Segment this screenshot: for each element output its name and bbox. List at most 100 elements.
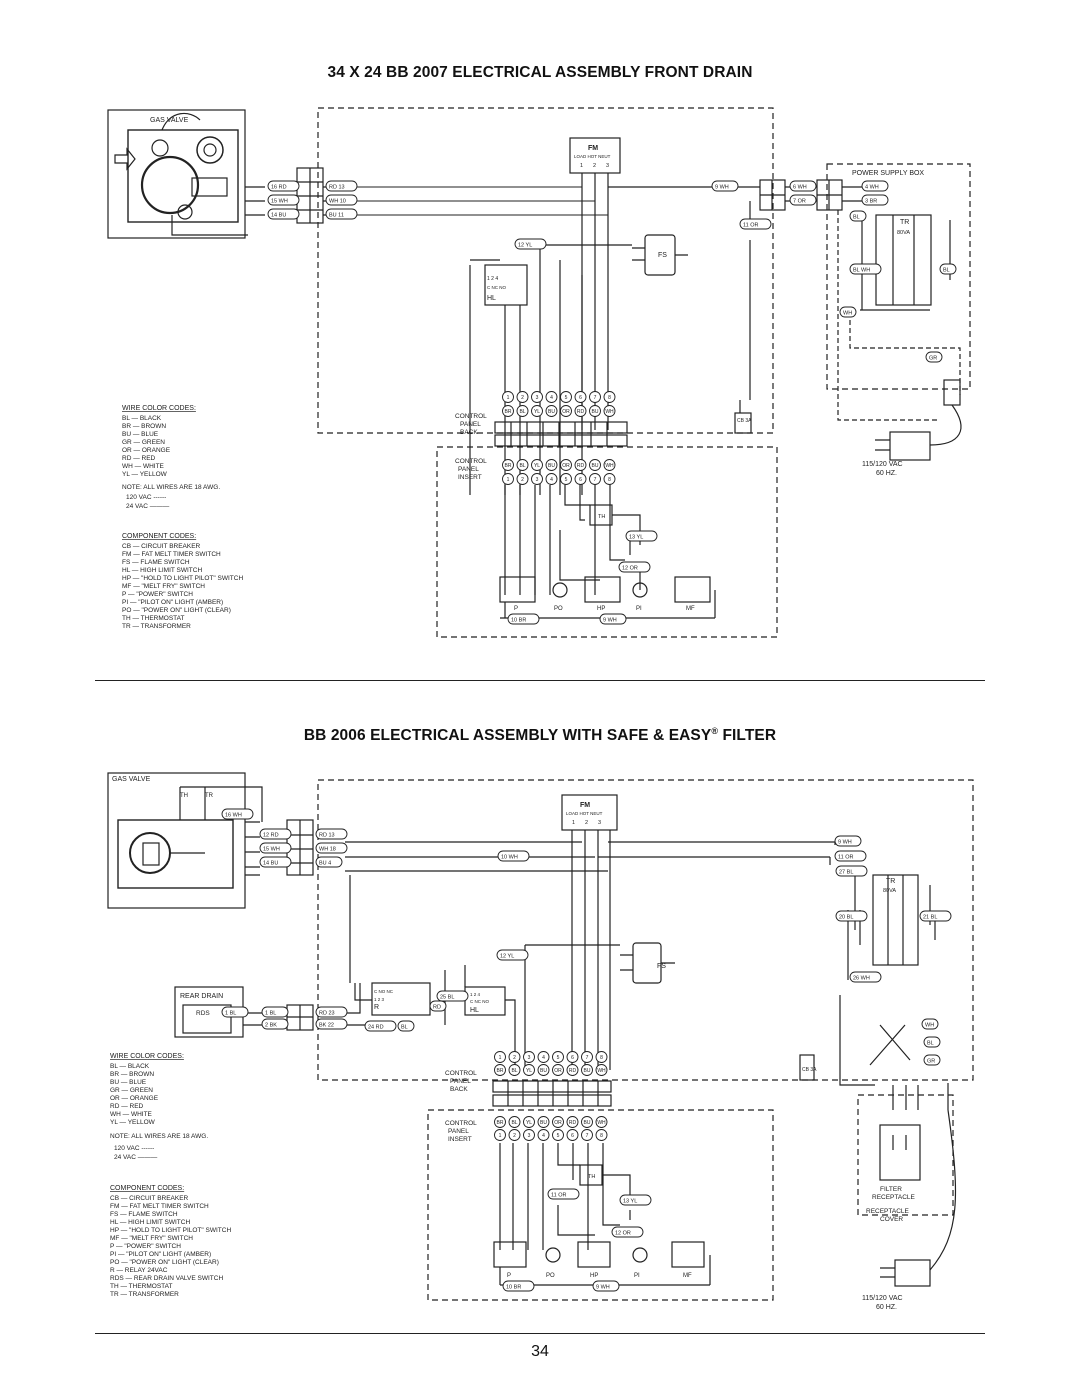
d1-cp-num-2: 3 bbox=[536, 395, 539, 401]
cp2-back-label-1: CONTROL bbox=[445, 1070, 477, 1077]
d2-misc-2-pill bbox=[834, 835, 862, 847]
plug-label-2-1: 115/120 VAC bbox=[862, 1295, 903, 1302]
d1-misc-tag-5-pill bbox=[599, 613, 627, 625]
d1-cp-color-4: OR bbox=[562, 409, 570, 415]
d2-misc-5-pill bbox=[835, 910, 868, 922]
d1-psb-tag-5: WH bbox=[843, 311, 852, 317]
d2-cpi-num-5-circle bbox=[566, 1129, 579, 1141]
d2-misc-4: 27 BL bbox=[839, 870, 853, 876]
d1-misc-tag-2-pill bbox=[625, 530, 658, 542]
component-code-pi: PI — "PILOT ON" LIGHT (AMBER) bbox=[122, 599, 223, 606]
d1-cp-color-5: RD bbox=[577, 409, 585, 415]
d1-cpi-color-0: BR bbox=[505, 463, 512, 469]
d2-cpi-color-0-circle bbox=[494, 1116, 506, 1128]
plug-label-2: 60 HZ. bbox=[876, 470, 897, 477]
transformer-label: TR bbox=[900, 219, 909, 226]
d2-misc-5: 20 BL bbox=[839, 915, 853, 921]
cp-back-label-1: CONTROL bbox=[455, 413, 487, 420]
page-number: 34 bbox=[531, 1343, 549, 1360]
cb-label-2: CB 3A bbox=[802, 1067, 817, 1073]
transformer-label-2: TR bbox=[886, 878, 895, 885]
d2-cpi-color-4: OR bbox=[554, 1120, 562, 1126]
wire-code-bu: BU — BLUE bbox=[122, 431, 159, 438]
wire-code-br: BR — BROWN bbox=[122, 423, 166, 430]
d2-cpi-color-1: BL bbox=[511, 1120, 517, 1126]
d2-cpi-color-5: RD bbox=[569, 1120, 577, 1126]
d1-psb-tag-2: BL bbox=[853, 215, 860, 221]
d1-cp-num-1: 2 bbox=[521, 395, 524, 401]
d2-misc-17: 13 YL bbox=[623, 1199, 637, 1205]
d2-rd-left-tag-0b: 1 BL bbox=[265, 1011, 276, 1017]
d1-cp-color-0-circle bbox=[502, 405, 514, 417]
fs-label: FS bbox=[658, 252, 667, 259]
switch-po: PO bbox=[554, 606, 563, 612]
th-label-2: TH bbox=[588, 1174, 595, 1180]
d2-cpi-num-7: 8 bbox=[600, 1133, 603, 1139]
component-code-th-2: TH — THERMOSTAT bbox=[110, 1283, 173, 1290]
wiring-diagram-front-drain: GAS VALVE FM LOAD HOT NEUT 1 2 3 POWER S… bbox=[107, 107, 971, 638]
d2-cp-num-1: 2 bbox=[513, 1055, 516, 1061]
th-label: TH bbox=[598, 514, 605, 520]
fm-pin-2: 2 bbox=[593, 163, 596, 169]
fm-pin-3-2: 3 bbox=[598, 820, 601, 826]
d1-cp-color-1-circle bbox=[516, 405, 529, 417]
d1-psb-tag-2-pill bbox=[849, 210, 867, 222]
fs-label-2: FS bbox=[657, 963, 666, 970]
d2-cp-color-3-circle bbox=[537, 1064, 550, 1076]
d1-misc-tag-2: 13 YL bbox=[629, 535, 643, 541]
hl-nums-2: 1 2 4 bbox=[470, 992, 481, 997]
component-code-fs-2: FS — FLAME SWITCH bbox=[110, 1211, 178, 1218]
relay-nums: 1 2 3 bbox=[374, 997, 385, 1002]
component-code-tr-2: TR — TRANSFORMER bbox=[110, 1291, 179, 1298]
d1-psb-tag-6-pill bbox=[925, 351, 943, 363]
d1-left2-tag-2-pill bbox=[325, 208, 358, 220]
d2-cp-num-4: 5 bbox=[557, 1055, 560, 1061]
d1-cpi-color-4: OR bbox=[562, 463, 570, 469]
wire-color-codes-title: WIRE COLOR CODES: bbox=[122, 405, 196, 412]
d2-cpi-num-4: 5 bbox=[557, 1133, 560, 1139]
d2-rd-left-tag-0: 1 BL bbox=[225, 1011, 236, 1017]
fm-pin-1: 1 bbox=[580, 163, 583, 169]
d1-cpi-color-1: BL bbox=[519, 463, 525, 469]
d2-cpi-num-0-circle bbox=[494, 1129, 506, 1141]
d1-right-tag-0: 9 WH bbox=[715, 185, 729, 191]
diagram2-title-main: BB 2006 ELECTRICAL ASSEMBLY WITH SAFE & … bbox=[303, 727, 712, 745]
d1-right-tag-2-pill bbox=[789, 194, 817, 206]
d2-cpi-num-2-circle bbox=[523, 1129, 535, 1141]
d1-left2-tag-2: BU 11 bbox=[329, 213, 344, 219]
d1-misc-tag-5: 9 WH bbox=[603, 618, 617, 624]
d2-cp-color-7: WH bbox=[597, 1068, 606, 1074]
d1-left-tag-0: 16 RD bbox=[271, 185, 287, 191]
cp-back-label-2: PANEL bbox=[460, 421, 481, 428]
d1-left-tag-1-pill bbox=[267, 194, 300, 206]
relay-box bbox=[371, 982, 431, 1016]
d1-cpi-num-3: 4 bbox=[550, 477, 553, 483]
d2-cpi-color-6: BU bbox=[584, 1120, 591, 1126]
switch-pi-2: PI bbox=[634, 1273, 640, 1279]
d2-cp-num-6: 7 bbox=[586, 1055, 589, 1061]
wire-code-rd: RD — RED bbox=[122, 455, 156, 462]
d2-left2-tag-1: WH 18 bbox=[319, 847, 336, 853]
d2-left-tag-2: 14 BU bbox=[263, 861, 278, 867]
d2-misc-15: GR bbox=[927, 1059, 935, 1065]
d1-right-tag-1-pill bbox=[789, 180, 817, 192]
d2-cp-color-7-circle bbox=[595, 1064, 608, 1076]
d2-cpi-num-0: 1 bbox=[499, 1133, 502, 1139]
cp-insert-label-2: PANEL bbox=[458, 466, 479, 473]
d2-rd-left-tag-0b-pill bbox=[261, 1006, 289, 1018]
d2-cp-color-1-circle bbox=[508, 1064, 521, 1076]
d2-cpi-num-6-circle bbox=[581, 1129, 593, 1141]
d2-cp-color-5: RD bbox=[569, 1068, 577, 1074]
gv-tr-label: TR bbox=[205, 793, 214, 799]
component-code-cb: CB — CIRCUIT BREAKER bbox=[122, 543, 201, 550]
fm-pin-2-2: 2 bbox=[585, 820, 588, 826]
d2-misc-18: 12 OR bbox=[615, 1231, 631, 1237]
d1-cp-num-4: 5 bbox=[565, 395, 568, 401]
d2-cp-num-7-circle bbox=[595, 1051, 608, 1063]
d2-cp-color-2-circle bbox=[523, 1064, 535, 1076]
gv-th-label: TH bbox=[180, 793, 188, 799]
cp2-insert-label-2: PANEL bbox=[448, 1128, 469, 1135]
transformer-va-2: 80VA bbox=[883, 888, 896, 894]
d1-cpi-color-4-circle bbox=[560, 459, 572, 471]
d2-misc-10: 24 RD bbox=[368, 1025, 384, 1031]
